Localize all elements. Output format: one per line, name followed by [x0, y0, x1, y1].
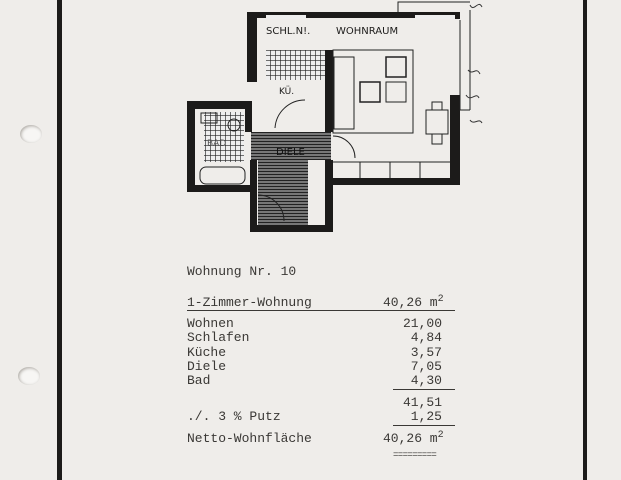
right-border-line	[583, 0, 587, 480]
net-rule	[393, 425, 455, 426]
deduction-value: 1,25	[410, 409, 442, 424]
room-name: Küche	[187, 345, 227, 360]
label-wohnraum: WOHNRAUM	[336, 26, 398, 37]
room-area: 7,05	[410, 359, 442, 374]
label-kueche: KÜ.	[279, 86, 294, 97]
double-underline: =========	[393, 450, 437, 460]
room-area: 4,30	[410, 373, 442, 388]
floor-plan: SCHL.N!. WOHNRAUM KÜ. BAD DIELE	[187, 1, 483, 232]
punch-hole-bottom	[18, 367, 40, 385]
room-area: 4,84	[410, 330, 442, 345]
summary-label: 1-Zimmer-Wohnung	[187, 295, 312, 310]
label-schlafnische: SCHL.N!.	[266, 26, 310, 37]
net-label: Netto-Wohnfläche	[187, 431, 312, 446]
room-name: Schlafen	[187, 330, 250, 345]
room-name: Wohnen	[187, 316, 234, 331]
apartment-heading: Wohnung Nr. 10	[187, 264, 297, 279]
room-area: 3,57	[410, 345, 442, 360]
room-name: Diele	[187, 359, 227, 374]
label-diele: DIELE	[276, 147, 305, 158]
label-bad: BAD	[207, 139, 226, 149]
room-name: Bad	[187, 373, 211, 388]
summary-rule	[187, 310, 455, 311]
summary-value: 40,26 m2	[383, 294, 444, 310]
left-border-line	[57, 0, 62, 480]
room-area: 21,00	[402, 316, 442, 331]
punch-hole-top	[20, 125, 42, 143]
deduction-label: ./. 3 % Putz	[187, 409, 281, 424]
net-value: 40,26 m2	[383, 430, 444, 446]
subtotal-value: 41,51	[402, 395, 442, 410]
sum-rule	[393, 389, 455, 390]
